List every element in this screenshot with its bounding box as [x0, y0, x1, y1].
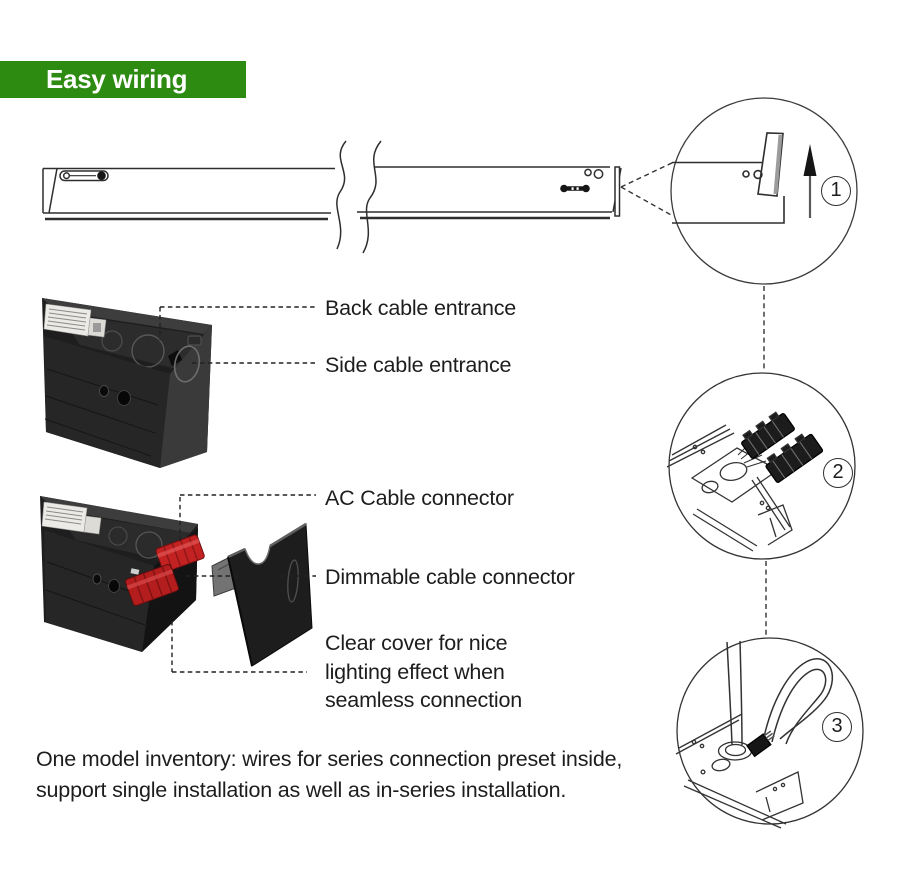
section-title: Easy wiring [46, 64, 188, 94]
label-back-cable-entrance: Back cable entrance [325, 296, 517, 320]
end-screw-details [560, 168, 604, 193]
up-arrow-icon [803, 144, 817, 218]
label-side-cable-entrance: Side cable entrance [325, 353, 512, 377]
photo-connectors-and-cover [40, 496, 313, 667]
photo-cable-entrances [42, 298, 212, 468]
step-badge-2: 2 [823, 458, 853, 488]
callout-3-detail [675, 637, 864, 829]
red-connectors [125, 534, 205, 607]
label-leader-lines [159, 306, 316, 673]
callout-2-detail [666, 372, 856, 560]
callout-connector-lines [763, 286, 767, 636]
label-clear-cover: Clear cover for nice lighting effect whe… [325, 631, 522, 712]
label-dimmable-connector: Dimmable cable connector [325, 565, 575, 589]
clear-cover-piece [227, 522, 313, 667]
fixture-top-drawing [42, 140, 677, 254]
callout-1-detail [670, 97, 858, 285]
footer-note: One model inventory: wires for series co… [36, 747, 623, 802]
spec-sticker [43, 303, 107, 338]
cable-connector-block [746, 730, 775, 758]
section-banner: Easy wiring [0, 61, 246, 98]
suspension-slot-detail [59, 170, 109, 182]
step-badge-3: 3 [822, 712, 852, 742]
series-connector-blocks [741, 411, 824, 483]
step-badge-1: 1 [821, 176, 851, 206]
spec-sticker-2 [41, 501, 102, 535]
label-ac-cable-connector: AC Cable connector [325, 486, 514, 510]
zoom-fan-lines [620, 160, 677, 217]
